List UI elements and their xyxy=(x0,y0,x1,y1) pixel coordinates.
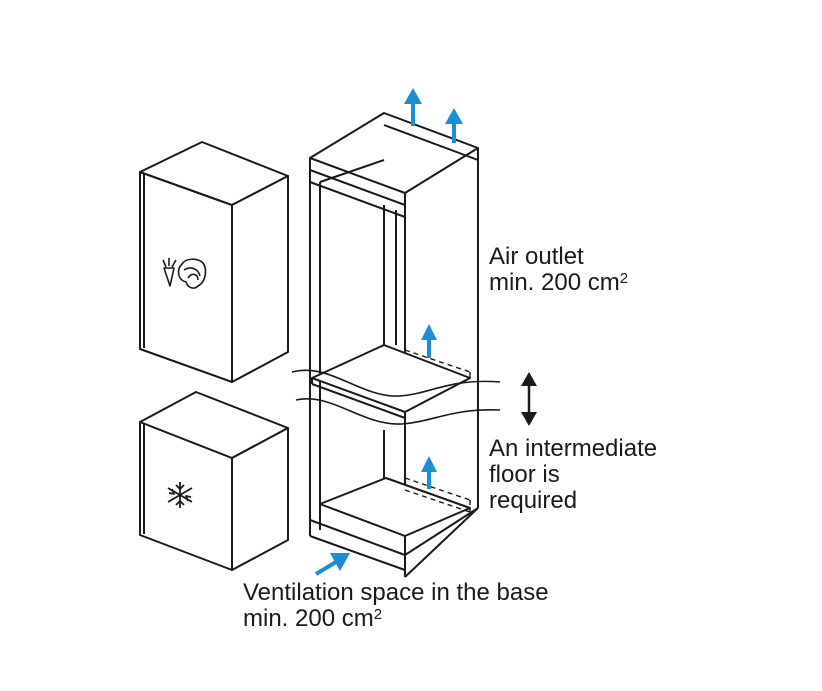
installation-niche xyxy=(309,112,479,578)
snowflake-icon xyxy=(167,482,193,508)
air-outlet-arrow-2 xyxy=(445,108,463,143)
base-inlet-arrow xyxy=(314,553,350,576)
ventilation-line2: min. 200 cm2 xyxy=(243,606,549,632)
height-adjust-arrow xyxy=(521,372,537,426)
intermediate-floor-line3: required xyxy=(489,487,578,514)
ventilation-line1: Ventilation space in the base xyxy=(243,579,549,606)
airflow-arrows xyxy=(314,88,463,576)
lower-airflow-arrow xyxy=(421,456,437,489)
air-outlet-line2: min. 200 cm2 xyxy=(489,270,628,296)
fridge-compartment xyxy=(139,141,289,383)
air-outlet-line1: Air outlet xyxy=(489,243,584,270)
intermediate-floor-label: An intermediate floor is required xyxy=(489,436,657,514)
air-outlet-value: min. 200 cm xyxy=(489,269,620,296)
intermediate-floor-line1: An intermediate xyxy=(489,435,658,462)
dashed-guides xyxy=(404,349,471,513)
ventilation-label: Ventilation space in the base min. 200 c… xyxy=(243,580,549,632)
air-outlet-arrow-1 xyxy=(404,88,422,126)
ventilation-value: min. 200 cm xyxy=(243,605,374,632)
intermediate-floor-line2: floor is xyxy=(489,461,560,488)
ventilation-superscript: 2 xyxy=(373,606,383,623)
middle-airflow-arrow xyxy=(421,324,437,358)
air-outlet-superscript: 2 xyxy=(619,270,629,287)
vegetable-icon xyxy=(162,258,207,289)
freezer-compartment xyxy=(139,391,289,571)
break-lines xyxy=(291,369,501,425)
air-outlet-label: Air outlet min. 200 cm2 xyxy=(489,244,628,296)
